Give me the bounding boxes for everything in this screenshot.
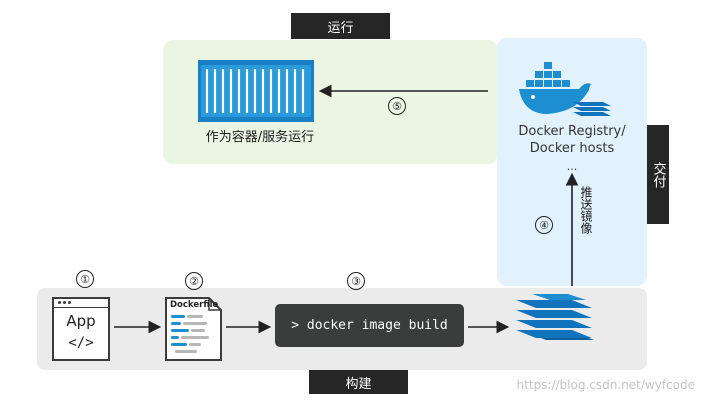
build-command-box: > docker image build	[275, 304, 464, 347]
dockerfile-line	[187, 315, 203, 318]
app-code-glyph: </>	[68, 335, 94, 351]
app-title: App	[66, 312, 96, 330]
step-3-badge: ③	[347, 272, 365, 290]
push-label: 推送镜像	[578, 186, 595, 234]
image-layer	[516, 330, 592, 338]
run-tag: 运行	[291, 13, 390, 39]
deliver-tag: 交付	[647, 125, 669, 224]
registry-line1: Docker Registry/	[518, 124, 626, 139]
push-label-text: 推送镜像	[579, 186, 593, 234]
dockerfile-line	[189, 343, 201, 346]
dockerfile-line	[171, 315, 185, 318]
image-layer	[516, 300, 592, 308]
build-tag: 构建	[309, 370, 408, 394]
step-4-badge: ④	[535, 216, 553, 234]
dockerfile-page-shape	[165, 297, 222, 361]
dockerfile-line	[183, 322, 207, 325]
dockerfile-line	[181, 336, 209, 339]
build-command-text: > docker image build	[291, 318, 448, 333]
deliver-tag-text: 交付	[650, 161, 666, 188]
dockerfile-line	[171, 322, 181, 325]
dockerfile-line	[171, 329, 189, 332]
dockerfile-line	[191, 329, 205, 332]
step-5-badge: ⑤	[388, 97, 406, 115]
watermark: https://blog.csdn.net/wyfcode	[516, 378, 695, 392]
image-layer	[532, 294, 586, 300]
dockerfile-line	[175, 350, 197, 353]
image-layer	[516, 310, 592, 318]
container-label: 作为容器/服务运行	[205, 130, 315, 145]
registry-ellipsis: ...	[566, 160, 578, 173]
dockerfile-title: Dockerfile	[170, 300, 219, 310]
image-layer	[516, 320, 592, 328]
app-window-titlebar	[54, 299, 108, 308]
container-icon	[198, 60, 314, 122]
step-1-badge: ①	[76, 270, 94, 288]
dockerfile-line	[171, 343, 187, 346]
dockerfile-line	[171, 336, 179, 339]
step-2-badge: ②	[185, 272, 203, 290]
image-layers-icon	[516, 294, 594, 340]
app-window-icon: App </>	[52, 297, 110, 361]
dockerfile-icon: Dockerfile	[165, 297, 222, 361]
registry-line2: Docker hosts	[529, 141, 615, 156]
docker-whale-icon	[519, 62, 611, 116]
